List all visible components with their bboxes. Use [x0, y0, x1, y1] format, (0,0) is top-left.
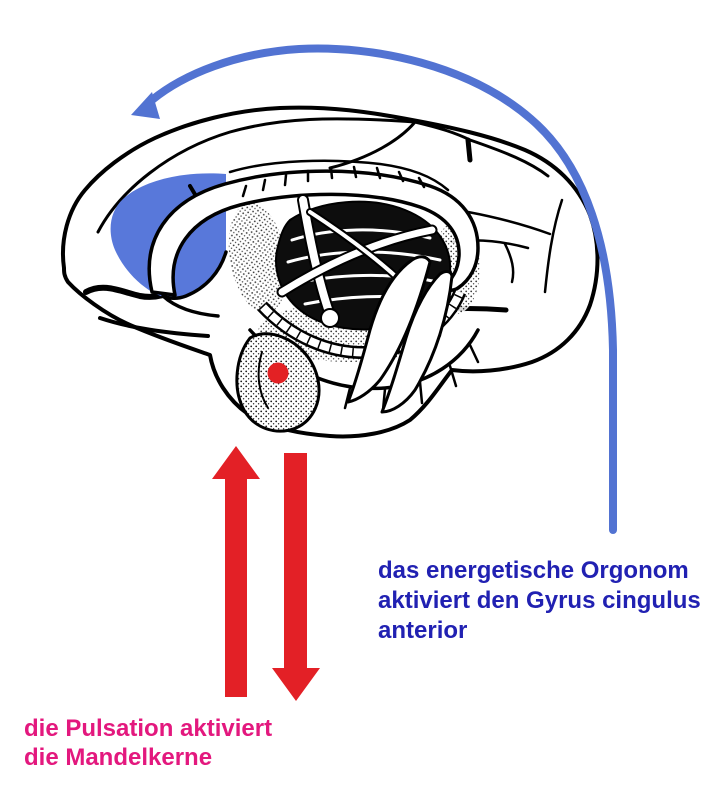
occipital-sulcus-branch [503, 242, 515, 284]
pulsation-up-arrow-icon [212, 446, 260, 697]
basal-frontal-line [98, 316, 210, 338]
genu-outline [161, 250, 228, 318]
pulsation-down-arrow-icon [272, 453, 320, 701]
parieto-occipital-sulcus [543, 198, 564, 294]
brain-outer-outline [61, 105, 600, 439]
cingulate-sulcus-arc [228, 159, 450, 192]
pulsation-label: die Pulsation aktiviert die Mandelkerne [24, 714, 272, 772]
superior-sulcus-line [96, 117, 417, 234]
orgonom-flow-arrowhead-icon [131, 92, 160, 119]
orgonom-label-line3: anterior [378, 617, 468, 644]
pulsation-label-line1: die Pulsation aktiviert [24, 715, 273, 742]
pulsation-label-line2: die Mandelkerne [24, 744, 213, 771]
orgonom-flow-arrow [131, 44, 617, 534]
brain-outline-group [61, 105, 600, 439]
sulcus-fork-right [413, 120, 550, 178]
sulcus-fork-left [328, 120, 417, 170]
callosum-tick-marks [241, 165, 426, 198]
orgonom-label-line1: das energetische Orgonom [378, 557, 689, 584]
orgonom-flow-arrow-shaft [148, 44, 617, 534]
amygdala-marker-dot [267, 362, 289, 384]
mammillary-body [320, 308, 340, 328]
orgonom-label: das energetische Orgonom aktiviert den G… [378, 556, 701, 646]
corpus-callosum [147, 159, 480, 297]
orgonom-label-line2: aktiviert den Gyrus cingulus [378, 587, 701, 614]
hippocampus-leaves [346, 255, 454, 414]
sulcus-notch [465, 137, 473, 163]
occipital-sulcus-1 [466, 210, 552, 236]
uncus-region [235, 332, 321, 433]
